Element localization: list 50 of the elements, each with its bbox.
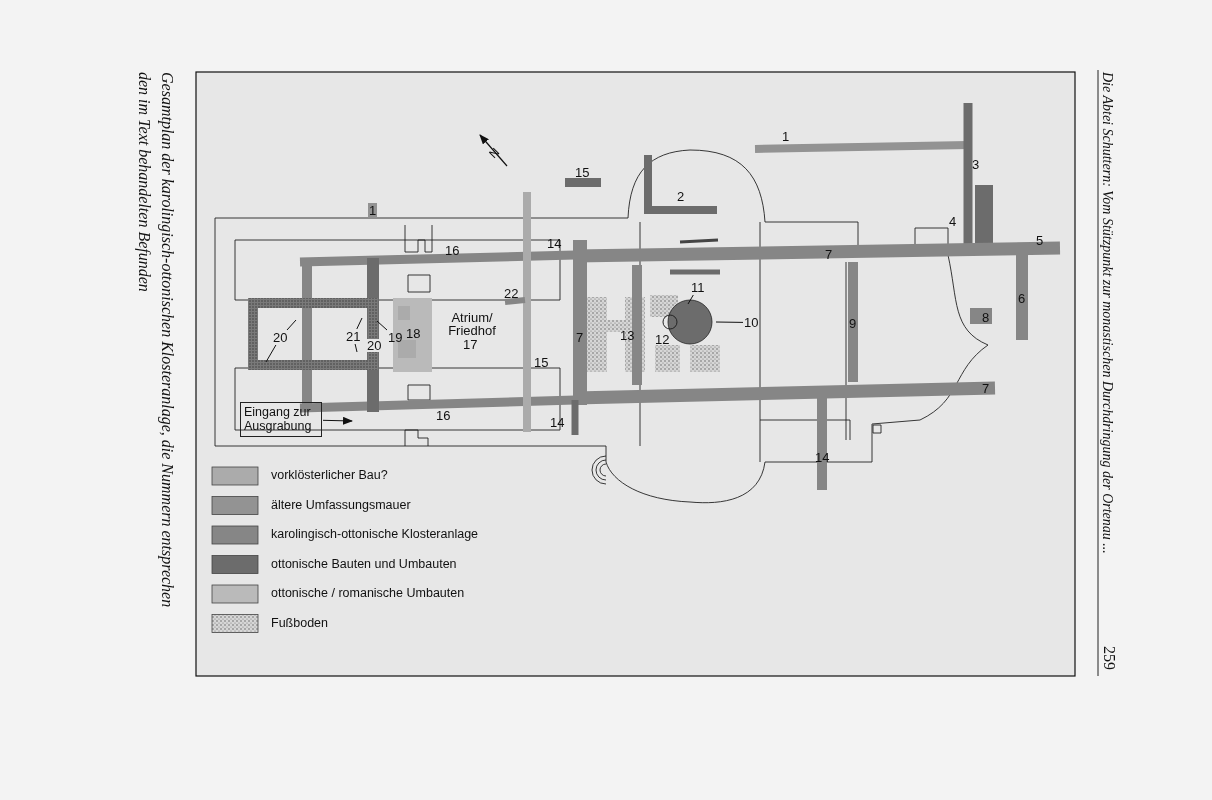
callout-number: 18: [406, 327, 421, 340]
callout-number: 16: [445, 244, 460, 257]
callout-number: 15: [534, 356, 549, 369]
legend-label: Fußboden: [271, 616, 328, 629]
callout-number: 15: [575, 166, 590, 179]
callout-number: 1: [782, 130, 790, 143]
leader-line: [354, 343, 358, 353]
page-number: 259: [1101, 646, 1117, 672]
callout-number: 16: [436, 409, 451, 422]
leader-line: [376, 320, 388, 331]
callout-number: 10: [744, 316, 759, 329]
callout-number: 3: [972, 158, 980, 171]
callout-number: 7: [825, 248, 833, 261]
legend-label: vorklösterlicher Bau?: [271, 469, 388, 482]
arrow: [322, 416, 353, 425]
leader-line: [687, 294, 694, 305]
callout-number: 14: [550, 416, 565, 429]
callout-number: 9: [849, 317, 857, 330]
callout-number: 7: [982, 382, 990, 395]
callout-number: 20: [367, 339, 382, 352]
leader-line: [356, 317, 363, 330]
legend-label: ältere Umfassungsmauer: [271, 498, 411, 511]
legend-label: ottonische / romanische Umbauten: [271, 587, 465, 600]
callout-number: 14: [547, 237, 562, 250]
callout-number: 2: [677, 190, 685, 203]
leader-line: [286, 319, 297, 331]
callout-number: 5: [1036, 234, 1044, 247]
callout-number: 6: [1018, 292, 1026, 305]
area-label: Atrium/ Friedhof: [447, 311, 497, 337]
callout-number: 12: [655, 333, 670, 346]
leader-line: [715, 321, 744, 323]
callout-number: 11: [691, 281, 705, 294]
leader-line: [265, 344, 277, 363]
callout-number: 19: [388, 331, 403, 344]
callout-number: 7: [576, 331, 584, 344]
callout-number: 22: [504, 287, 519, 300]
north-letter: N: [487, 145, 502, 161]
running-header: Die Abtei Schuttern: Vom Stützpunkt zur monastischen Durchdringung der Ortenau ...: [1100, 72, 1114, 556]
legend-label: karolingisch-ottonische Klosteranlage: [271, 528, 479, 541]
callout-number: 4: [949, 215, 957, 228]
callout-number: 17: [463, 338, 478, 351]
entrance-label: Eingang zur Ausgrabung: [240, 402, 322, 437]
callout-number: 20: [273, 331, 288, 344]
callout-number: 14: [815, 451, 830, 464]
callout-number: 13: [620, 329, 635, 342]
callout-number: 21: [346, 330, 361, 343]
figure-caption: Gesamtplan der karolingisch-ottonischen Klosteranlage, die Nummern entsprechen den im Text behandelten Befunden: [134, 72, 178, 610]
callout-number: 8: [982, 311, 990, 324]
callout-number: 1: [369, 204, 377, 217]
legend-label: ottonische Bauten und Umbauten: [271, 557, 457, 570]
